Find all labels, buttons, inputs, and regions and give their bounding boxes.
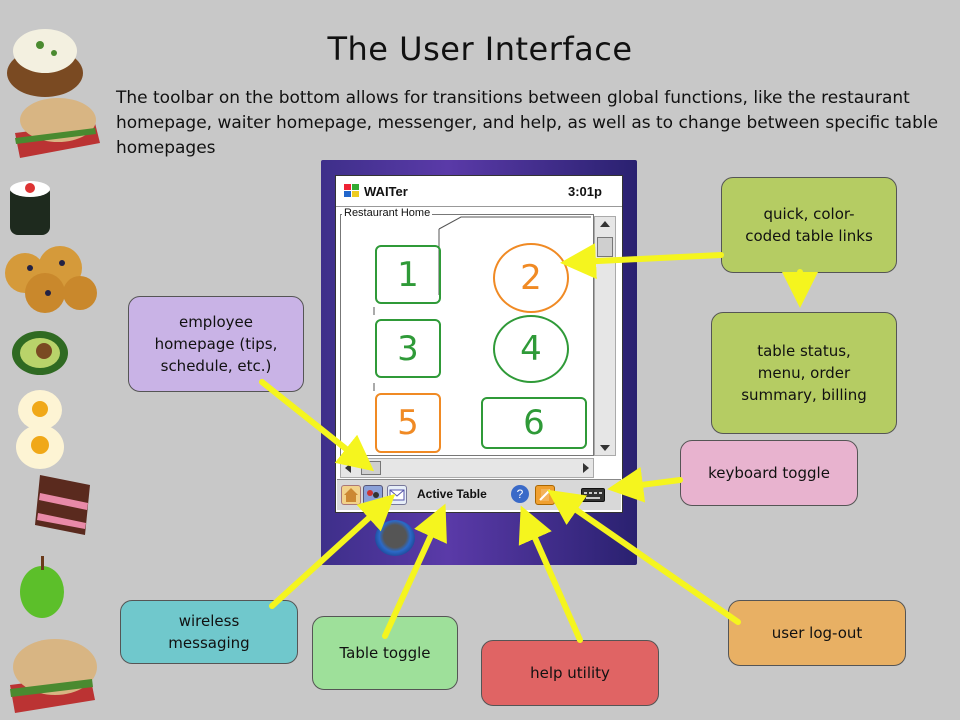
table-number: 1 xyxy=(397,254,419,295)
page-title: The User Interface xyxy=(327,30,633,68)
green-apple-image xyxy=(20,556,64,618)
scroll-down-arrow-icon[interactable] xyxy=(600,445,610,451)
table-link-4[interactable]: 4 xyxy=(493,315,569,383)
callout-help-utility: help utility xyxy=(481,640,659,706)
table-number: 5 xyxy=(397,403,419,443)
scroll-up-arrow-icon[interactable] xyxy=(600,221,610,227)
sandwich-image xyxy=(15,98,100,158)
callout-keyboard-toggle: keyboard toggle xyxy=(680,440,858,506)
windows-logo-icon[interactable] xyxy=(344,184,360,198)
cake-slice-image xyxy=(35,475,90,535)
arrow-table-toggle xyxy=(382,503,447,639)
arrow-quick-links xyxy=(560,243,724,280)
vertical-scrollbar[interactable] xyxy=(594,216,616,456)
sandwich-image xyxy=(10,639,97,713)
title-bar: WAITer 3:01p xyxy=(336,176,622,207)
muffins-image xyxy=(5,246,97,313)
home-icon[interactable] xyxy=(341,485,361,505)
table-link-1[interactable]: 1 xyxy=(375,245,441,304)
table-number: 4 xyxy=(520,329,542,369)
callout-table-toggle: Table toggle xyxy=(312,616,458,690)
pda-screen: WAITer 3:01p 1 2 3 4 5 6 Restaurant Home xyxy=(335,175,623,513)
help-icon[interactable]: ? xyxy=(511,485,529,503)
table-link-5[interactable]: 5 xyxy=(375,393,441,453)
arrow-wireless-messaging xyxy=(269,493,396,609)
callout-user-logout: user log-out xyxy=(728,600,906,666)
callout-quick-links: quick, color-coded table links xyxy=(721,177,897,273)
clock: 3:01p xyxy=(568,184,602,199)
scroll-right-arrow-icon[interactable] xyxy=(583,463,589,473)
baked-potato-image xyxy=(7,29,83,97)
arrow-employee-homepage xyxy=(259,379,375,472)
avocado-image xyxy=(12,331,68,375)
arrow-help-utility xyxy=(518,505,583,643)
table-link-3[interactable]: 3 xyxy=(375,319,441,378)
table-number: 2 xyxy=(520,258,542,298)
table-number: 6 xyxy=(523,403,545,443)
active-table-label[interactable]: Active Table xyxy=(417,487,487,501)
sushi-roll-image xyxy=(10,181,50,235)
callout-table-status: table status, menu, order summary, billi… xyxy=(711,312,897,434)
arrow-keyboard-toggle xyxy=(607,466,683,503)
callout-wireless-messaging: wireless messaging xyxy=(120,600,298,664)
fried-eggs-image xyxy=(16,390,64,469)
callout-employee-homepage: employee homepage (tips, schedule, etc.) xyxy=(128,296,304,392)
table-link-6[interactable]: 6 xyxy=(481,397,587,449)
table-number: 3 xyxy=(397,328,419,369)
frame-label: Restaurant Home xyxy=(342,207,433,219)
arrow-user-logout xyxy=(547,489,741,625)
app-name: WAITer xyxy=(364,184,408,199)
description-text: The toolbar on the bottom allows for tra… xyxy=(116,88,939,158)
restaurant-home-frame: 1 2 3 4 5 6 xyxy=(340,214,594,456)
scroll-thumb[interactable] xyxy=(597,237,613,257)
